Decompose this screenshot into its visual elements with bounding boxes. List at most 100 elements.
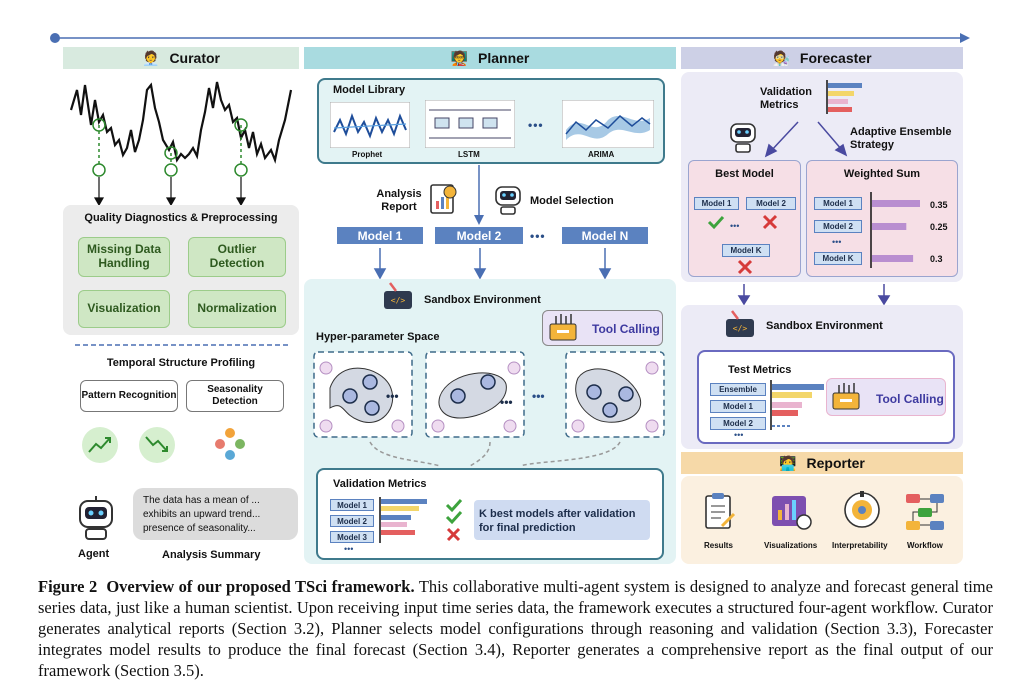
ws-model-k: Model K — [814, 252, 862, 265]
model-library-title: Model Library — [333, 84, 406, 96]
bm-model-k: Model K — [722, 244, 770, 257]
time-series-plot — [69, 81, 293, 177]
summary-bubble: The data has a mean of ... exhibits an u… — [133, 488, 298, 540]
workflow-icon — [906, 494, 944, 530]
model-library-ellipsis: ••• — [528, 118, 544, 132]
ws-model-1: Model 1 — [814, 197, 862, 210]
forecaster-metrics-bar-icon — [826, 80, 862, 114]
tm-ellipsis: ••• — [734, 430, 744, 440]
temporal-title: Temporal Structure Profiling — [106, 357, 256, 369]
summary-line-1: The data has a mean of ... — [143, 495, 260, 506]
planner-tool-calling-label: Tool Calling — [592, 322, 660, 336]
forecaster-down-arrows — [737, 284, 891, 306]
reporter-header: 🧑‍💻 Reporter — [681, 452, 963, 474]
bm-model-2: Model 2 — [746, 197, 796, 210]
hyper-space-diagram: •••••• ••• — [313, 351, 665, 438]
figure-caption: Figure 2 Overview of our proposed TSci f… — [38, 576, 993, 681]
bm-cross-icon-1 — [762, 214, 778, 230]
arima-chart-icon — [562, 100, 654, 148]
ws-bar-3 — [872, 255, 914, 262]
forecaster-validation-metrics: Validation Metrics — [760, 86, 812, 111]
k-best-text: K best models after validation for final… — [479, 508, 636, 534]
forecaster-diag-arrows — [764, 121, 848, 158]
ws-bar-chart — [870, 192, 920, 268]
planner-models-ellipsis: ••• — [530, 229, 546, 243]
visualization-box: Visualization — [78, 290, 170, 328]
arima-label: ARIMA — [588, 150, 615, 159]
analysis-report-label: Analysis Report — [376, 188, 422, 213]
quality-title: Quality Diagnostics & Preprocessing — [84, 212, 278, 224]
curator-divider — [75, 344, 290, 346]
planner-model-1: Model 1 — [337, 227, 423, 244]
svg-text:</>: </> — [733, 324, 748, 333]
models-down-arrows — [373, 248, 612, 280]
hyper-space-label: Hyper-parameter Space — [316, 331, 440, 343]
seasons-icon — [215, 428, 245, 460]
forecaster-header: 🧑‍🔬 Forecaster — [681, 47, 963, 69]
prophet-chart-icon — [330, 102, 410, 148]
best-model-panel — [688, 160, 801, 277]
test-metrics-title: Test Metrics — [728, 364, 792, 376]
svg-text:•••: ••• — [386, 389, 399, 403]
library-down-arrow — [474, 165, 484, 225]
curator-header: 🧑‍💼 Curator — [63, 47, 299, 69]
pattern-recognition: Pattern Recognition — [80, 380, 178, 412]
vm-model-1: Model 1 — [330, 499, 374, 511]
prophet-label: Prophet — [352, 150, 383, 159]
planner-sandbox-label: Sandbox Environment — [424, 294, 541, 306]
forecaster-sandbox-icon: </> — [726, 310, 754, 337]
vm-model-2: Model 2 — [330, 515, 374, 527]
vm-bar-chart — [379, 497, 427, 543]
analysis-summary-label: Analysis Summary — [162, 549, 261, 561]
visualizations-label: Visualizations — [764, 541, 818, 550]
tm-ensemble: Ensemble — [710, 383, 766, 396]
toolbox-icon — [549, 314, 577, 341]
forecaster-toolbox-icon — [832, 383, 860, 410]
ws-bar-1 — [872, 200, 920, 207]
caption-text: This collaborative multi-agent system is… — [38, 577, 993, 680]
bm-ellipsis: ••• — [730, 221, 740, 231]
agent-robot-icon — [79, 496, 113, 540]
weighted-sum-title: Weighted Sum — [843, 168, 921, 180]
report-icon — [430, 184, 457, 214]
model-selection-label: Model Selection — [530, 195, 614, 207]
ws-bar-2 — [872, 223, 907, 230]
interpretability-icon — [844, 491, 880, 528]
normalization-box: Normalization — [188, 290, 286, 328]
svg-text:</>: </> — [391, 296, 406, 305]
sandbox-icon: </> — [384, 282, 412, 309]
reporter-agent-icon: 🧑‍💻 — [779, 454, 797, 471]
summary-line-3: presence of seasonality... — [143, 523, 256, 534]
bm-model-1: Model 1 — [694, 197, 739, 210]
vm-ellipsis: ••• — [344, 544, 354, 554]
ws-weight-1: 0.35 — [930, 200, 948, 210]
seasonality-detection: Seasonality Detection — [186, 380, 284, 412]
planner-header: 🧑‍🏫 Planner — [304, 47, 676, 69]
trend-down-icon — [139, 427, 175, 463]
reporter-title: Reporter — [806, 455, 865, 471]
svg-text:•••: ••• — [532, 389, 545, 403]
tm-bar-chart — [770, 380, 824, 430]
missing-data-handling: Missing Data Handling — [78, 237, 170, 277]
caption-bold: Overview of our proposed TSci framework. — [106, 577, 415, 596]
model-selection-robot-icon — [495, 186, 521, 215]
agent-label: Agent — [78, 548, 110, 560]
hyper-to-validation-arrows — [369, 441, 621, 467]
lstm-label: LSTM — [458, 150, 480, 159]
forecaster-tool-calling-label: Tool Calling — [876, 392, 944, 406]
visualizations-icon — [772, 496, 812, 530]
forecaster-title: Forecaster — [799, 50, 872, 66]
forecaster-agent-icon: 🧑‍🔬 — [772, 49, 790, 66]
interpretability-label: Interpretability — [832, 541, 888, 550]
curator-title: Curator — [169, 50, 220, 66]
planner-agent-icon: 🧑‍🏫 — [450, 49, 469, 66]
trend-up-icon — [82, 427, 118, 463]
validation-metrics-title: Validation Metrics — [333, 478, 427, 490]
timeline-arrow — [50, 33, 970, 43]
bm-cross-icon-2 — [737, 259, 753, 275]
k-best-box — [474, 500, 650, 540]
planner-model-2: Model 2 — [435, 227, 523, 244]
best-model-title: Best Model — [715, 168, 774, 180]
curator-down-arrows — [93, 177, 247, 205]
vm-check-cross-icons — [445, 498, 463, 542]
